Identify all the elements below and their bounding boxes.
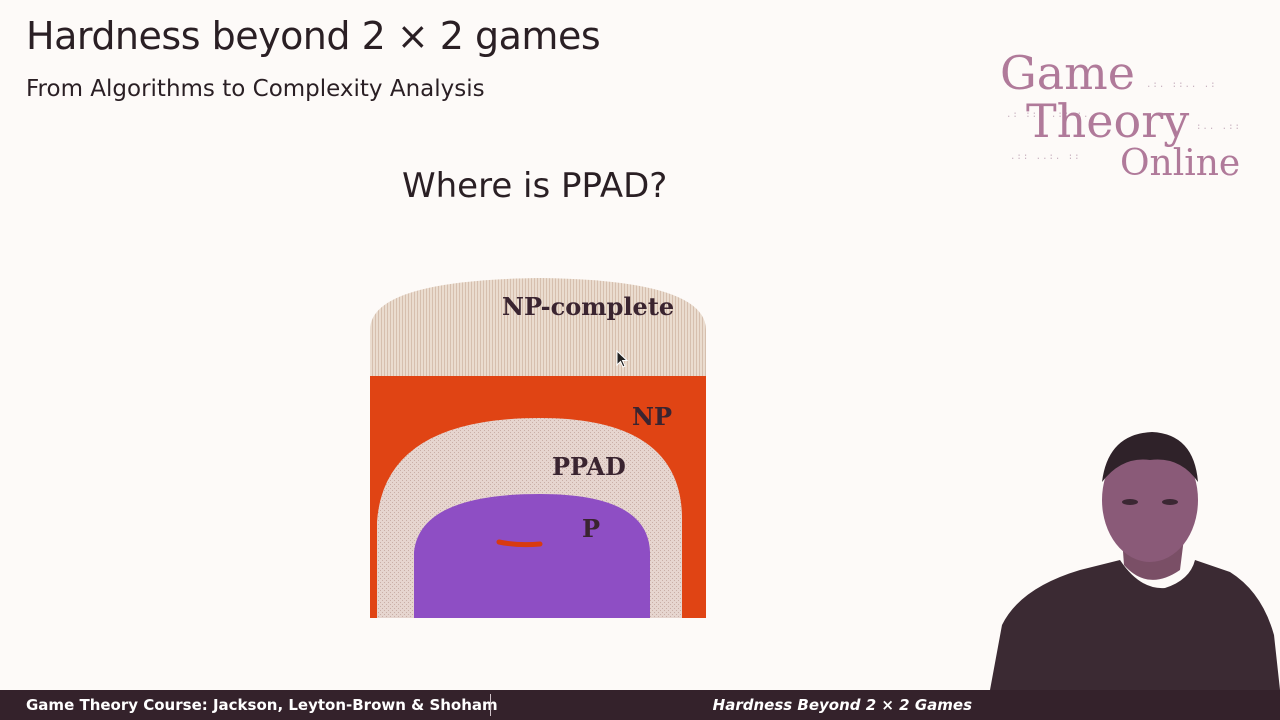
diagram-heading: Where is PPAD?: [402, 166, 668, 206]
logo-word-online: Online: [1120, 143, 1241, 184]
ppad-label: PPAD: [552, 452, 626, 481]
footer-divider: [490, 694, 491, 716]
presenter-silhouette: [990, 432, 1280, 690]
p-label: P: [582, 514, 601, 543]
complexity-diagram-svg: [370, 278, 706, 618]
footer-bar: Game Theory Course: Jackson, Leyton-Brow…: [0, 690, 1280, 720]
slide-subtitle: From Algorithms to Complexity Analysis: [26, 76, 485, 102]
logo-word-game: Game: [1000, 46, 1136, 100]
handwritten-mark: [496, 539, 543, 548]
np-complete-label: NP-complete: [502, 292, 675, 321]
np-label: NP: [632, 402, 672, 431]
game-theory-online-logo: .: ::. .:: :. .:. ::.. .: :.. .:: .:: ..…: [1000, 46, 1241, 184]
logo-word-theory: Theory: [1026, 94, 1190, 148]
complexity-classes-diagram: NP-complete NP PPAD P: [360, 270, 720, 630]
presenter-video: [990, 420, 1280, 690]
footer-slide-topic: Hardness Beyond 2 × 2 Games: [712, 696, 972, 714]
np-complete-region: [370, 278, 706, 376]
slide-title: Hardness beyond 2 × 2 games: [26, 14, 601, 58]
p-region: [414, 494, 650, 618]
mouse-cursor-icon: [616, 350, 629, 368]
footer-course-credit: Game Theory Course: Jackson, Leyton-Brow…: [26, 696, 498, 714]
